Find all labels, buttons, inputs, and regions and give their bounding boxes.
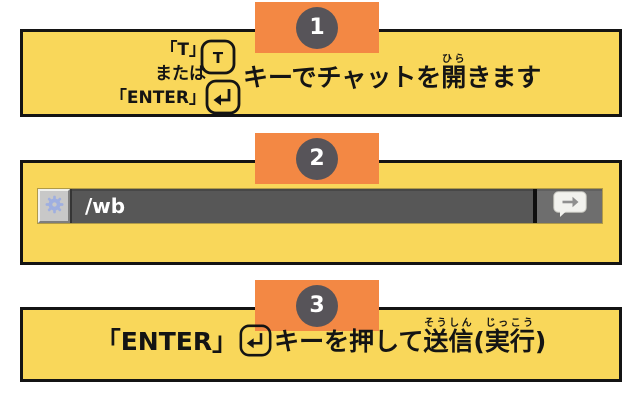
enter-key-icon <box>239 324 272 363</box>
chat-settings-button[interactable] <box>38 189 70 223</box>
or-label: または <box>155 64 206 84</box>
step-2-number-badge: 2 <box>296 137 338 180</box>
chat-input-field[interactable]: /wb <box>70 189 533 223</box>
svg-text:T: T <box>213 49 224 67</box>
step-1-number-badge: 1 <box>296 6 338 49</box>
gear-icon <box>45 195 64 217</box>
enter-key-text: 「ENTER」 <box>95 327 238 356</box>
step-1-instruction: キーでチャットを開ひらきます <box>243 54 542 92</box>
step-1-tab: 1 <box>255 2 379 53</box>
send-instruction-text: キーを押して送信そうしん(実行じっこう) <box>274 318 547 356</box>
chat-send-button[interactable] <box>552 191 587 221</box>
t-key-label: 「T」 <box>160 40 206 60</box>
chat-bar: /wb <box>38 189 602 223</box>
chat-send-area <box>537 189 602 223</box>
send-bubble-icon <box>552 191 587 221</box>
chat-bar-divider <box>533 189 537 223</box>
enter-key-icon <box>205 79 241 119</box>
enter-key-label: 「ENTER」 <box>109 88 206 108</box>
step-3-number-badge: 3 <box>296 284 338 327</box>
step-2-tab: 2 <box>255 133 379 184</box>
t-key-icon: T <box>200 39 236 79</box>
chat-command-text: /wb <box>85 194 126 218</box>
step-3-instruction: 「ENTER」 キーを押して送信そうしん(実行じっこう) <box>23 318 619 363</box>
key-options-text: 「T」 または 「ENTER」 <box>96 38 206 110</box>
step-3-tab: 3 <box>255 280 379 331</box>
